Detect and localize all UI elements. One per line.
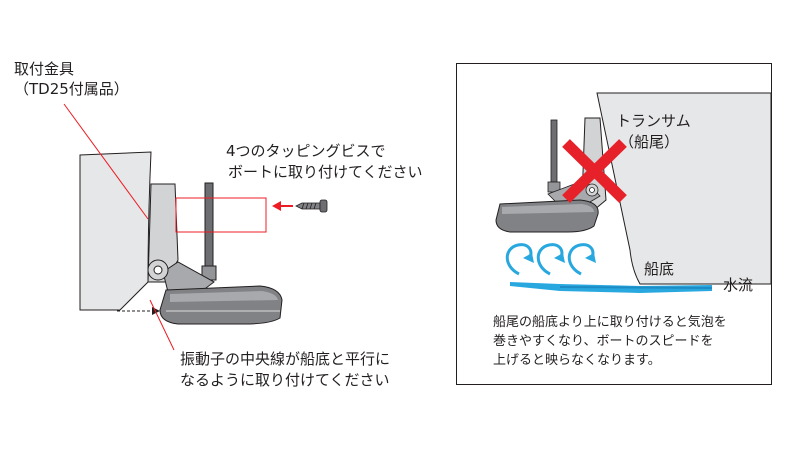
pivot-bolt-center xyxy=(153,265,163,275)
warning-note-line1: 船尾の船底より上に取り付けると気泡を xyxy=(493,315,727,330)
transom-label-line2: （船尾） xyxy=(619,133,680,151)
transom-label-line1: トランサム xyxy=(616,112,691,130)
right-pivot-bolt-center xyxy=(589,187,595,193)
transom-hull xyxy=(596,92,772,285)
transducer-cable xyxy=(204,182,214,267)
warning-note-line3: 上げると映らなくなります。 xyxy=(493,353,661,368)
bracket-leader-line xyxy=(63,103,149,220)
transducer-highlight xyxy=(170,291,278,302)
right-transducer-highlight xyxy=(502,204,594,214)
screw-callout-box xyxy=(175,197,267,233)
hull-reference-arrowhead xyxy=(152,307,160,315)
parallel-label-line1: 振動子の中央線が船底と平行に xyxy=(180,350,391,368)
bracket-label-line2: （TD25付属品） xyxy=(14,80,129,98)
bubble-swirl-icons xyxy=(505,243,596,276)
warning-note-line2: 巻きやすくなり、ボートのスピードを xyxy=(493,334,714,349)
wrong-mark-icon xyxy=(562,139,627,203)
tapping-screw xyxy=(295,199,328,213)
left-diagram xyxy=(63,103,328,351)
screws-label-line1: 4つのタッピングビスで xyxy=(226,142,386,160)
water-flow-label: 水流 xyxy=(723,276,754,294)
bracket-label-line1: 取付金具 xyxy=(14,60,75,78)
hull-bottom-label: 船底 xyxy=(644,260,675,278)
water-flow-streak-2 xyxy=(560,286,712,289)
right-transducer-cable xyxy=(550,119,558,183)
bubble-swirl-2 xyxy=(536,243,564,276)
parallel-leader-line xyxy=(149,299,175,351)
screws-label-line2: ボートに取り付けてください xyxy=(228,163,423,181)
parallel-label-line2: なるように取り付けてください xyxy=(180,371,390,389)
boat-hull xyxy=(79,151,152,311)
screw-arrow-head xyxy=(272,201,281,211)
right-diagram xyxy=(456,63,772,385)
bubble-swirl-1 xyxy=(505,243,533,276)
bubble-swirl-3 xyxy=(567,243,595,276)
